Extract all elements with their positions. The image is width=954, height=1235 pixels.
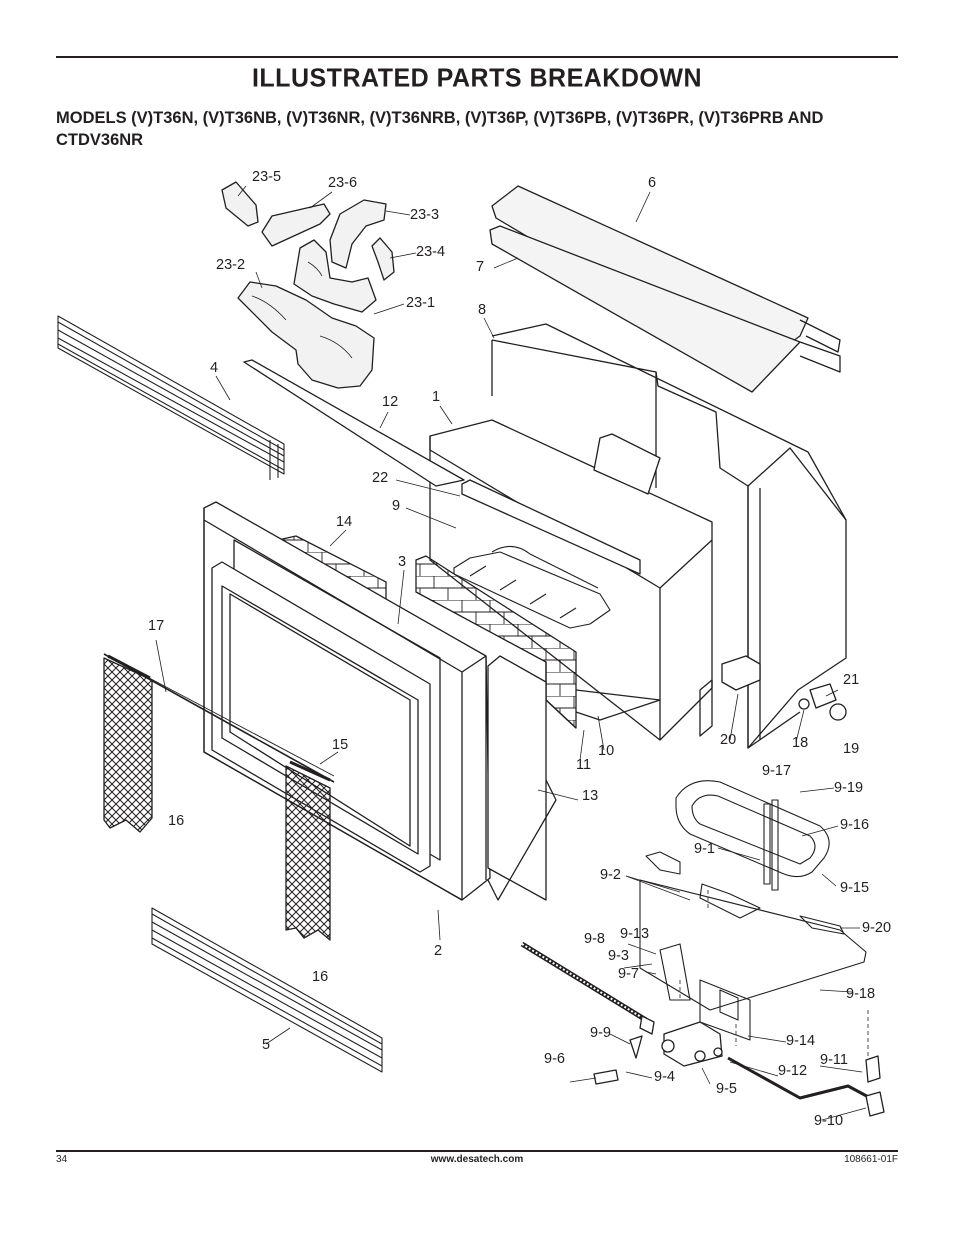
page-title: ILLUSTRATED PARTS BREAKDOWN xyxy=(251,63,703,93)
callout-9-10: 9-10 xyxy=(814,1113,844,1129)
bottom-rule xyxy=(56,1150,898,1152)
callout-11: 11 xyxy=(576,757,592,773)
bar-12 xyxy=(243,359,465,487)
callout-9-12: 9-12 xyxy=(778,1063,808,1079)
callout-9-11: 9-11 xyxy=(820,1052,848,1068)
callout-23-2: 23-2 xyxy=(216,257,246,273)
callout-14: 14 xyxy=(336,514,353,530)
callout-9-18: 9-18 xyxy=(846,986,876,1002)
bracket-21 xyxy=(809,683,837,709)
callout-9-8: 9-8 xyxy=(584,931,605,947)
callout-13: 13 xyxy=(582,788,599,804)
gas-valve xyxy=(661,1021,723,1067)
side-panel-13 xyxy=(487,655,547,901)
burner-assembly xyxy=(639,780,867,1041)
leader-lines xyxy=(155,185,867,1121)
burner-in-firebox xyxy=(453,545,611,629)
door-frame xyxy=(211,561,431,873)
baffle xyxy=(461,479,641,575)
callout-9-17: 9-17 xyxy=(762,763,792,779)
callout-8: 8 xyxy=(478,302,487,318)
callout-2: 2 xyxy=(434,943,443,959)
callout-16-bottom: 16 xyxy=(312,969,329,985)
exploded-parts-diagram: 23-5 23-6 23-3 23-4 23-2 23-1 6 7 8 4 12… xyxy=(0,160,954,1150)
callout-3: 3 xyxy=(398,554,407,570)
callout-20: 20 xyxy=(720,732,737,748)
callout-9-3: 9-3 xyxy=(608,948,629,964)
bottom-plate xyxy=(487,779,557,901)
trim-strip-top xyxy=(57,315,285,480)
callout-9-16: 9-16 xyxy=(840,817,870,833)
grommet-18 xyxy=(798,698,810,710)
callout-6: 6 xyxy=(648,175,657,191)
website-link[interactable]: www.desatech.com xyxy=(430,1154,524,1165)
callout-9-9: 9-9 xyxy=(590,1025,611,1041)
flex-gas-line xyxy=(520,941,655,1035)
callout-23-3: 23-3 xyxy=(410,207,440,223)
callout-12: 12 xyxy=(382,394,399,410)
callout-23-6: 23-6 xyxy=(328,175,358,191)
top-panels xyxy=(489,185,841,393)
page-number: 34 xyxy=(56,1154,68,1165)
trim-strip-bottom xyxy=(151,907,383,1073)
log-set xyxy=(221,181,395,389)
callout-23-4: 23-4 xyxy=(416,244,446,260)
callout-10: 10 xyxy=(598,743,615,759)
callout-9-5: 9-5 xyxy=(716,1081,737,1097)
callout-5: 5 xyxy=(262,1037,271,1053)
callout-9-19: 9-19 xyxy=(834,780,864,796)
terminal-block xyxy=(721,655,761,691)
callout-9-7: 9-7 xyxy=(618,966,639,982)
gas-tube-9-12 xyxy=(727,1056,875,1102)
callout-9-14: 9-14 xyxy=(786,1033,816,1049)
callout-9-4: 9-4 xyxy=(654,1069,675,1085)
screen-left xyxy=(103,657,153,833)
callout-9-2: 9-2 xyxy=(600,867,621,883)
top-rule xyxy=(56,56,898,58)
callout-15: 15 xyxy=(332,737,349,753)
screen-right xyxy=(285,765,331,941)
callout-9-15: 9-15 xyxy=(840,880,870,896)
callout-9-13: 9-13 xyxy=(620,926,650,942)
document-number: 108661-01F xyxy=(844,1154,898,1165)
callout-16-left: 16 xyxy=(168,813,185,829)
part-9-9 xyxy=(629,1035,643,1059)
models-subtitle: MODELS (V)T36N, (V)T36NB, (V)T36NR, (V)T… xyxy=(56,109,824,149)
diagram-drawing xyxy=(57,181,885,1121)
callout-9-1: 9-1 xyxy=(694,841,715,857)
callout-23-5: 23-5 xyxy=(252,169,282,185)
callout-9: 9 xyxy=(392,498,401,514)
callout-1: 1 xyxy=(432,389,441,405)
fitting-9-11 xyxy=(865,1055,881,1083)
callout-22: 22 xyxy=(372,470,389,486)
callout-21: 21 xyxy=(843,672,860,688)
callout-17: 17 xyxy=(148,618,165,634)
callout-23-1: 23-1 xyxy=(406,295,436,311)
callout-19: 19 xyxy=(843,741,860,757)
outer-enclosure xyxy=(491,323,847,749)
gasket-19 xyxy=(829,703,847,721)
callout-9-20: 9-20 xyxy=(862,920,892,936)
piezo-igniter xyxy=(593,1069,619,1085)
elbow-9-10 xyxy=(865,1091,885,1117)
callout-18: 18 xyxy=(792,735,809,751)
callout-4: 4 xyxy=(210,360,219,376)
callout-7: 7 xyxy=(476,259,485,275)
callout-9-6: 9-6 xyxy=(544,1051,565,1067)
